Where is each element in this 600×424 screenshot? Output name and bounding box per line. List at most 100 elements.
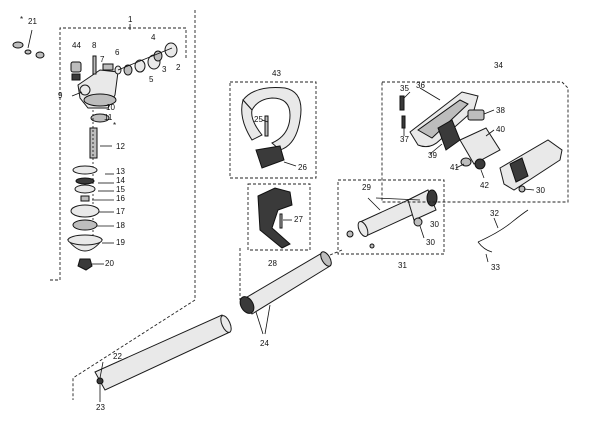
part-30a [369,243,375,249]
callout-40: 40 [496,125,505,134]
callout-41: 41 [450,163,459,172]
leader-35 [403,91,411,99]
callout-4: 4 [151,33,156,42]
dash-shaft-joint [329,249,343,256]
callout-24: 24 [260,339,269,348]
tube-collar-ring [426,189,438,207]
callout-5: 5 [149,75,154,84]
handle-group [229,81,317,179]
callout-8: 8 [92,41,97,50]
part-44-nut [71,73,81,81]
part-13 [72,165,98,175]
callout-30: 30 [426,238,435,247]
screw-21b [24,49,32,55]
callout-15: 15 [116,185,125,194]
callout-30: 30 [536,186,545,195]
throttle-group [381,81,569,203]
leader-42 [480,169,485,179]
gearhead-boundary-left [50,27,187,281]
callout-labels: 1234567891011121314151617181920212223242… [20,15,545,412]
callout-17: 17 [116,207,125,216]
lower-tube-end [220,315,232,333]
callout-10: 10 [106,103,115,112]
leader-30-grip [523,188,535,191]
leader-25 [261,119,269,123]
throttle-boundary [381,81,569,203]
grip-block [509,157,529,183]
callout-21: 21 [28,17,37,26]
callout-25: 25 [254,115,263,124]
tube-boundary [337,179,445,255]
screw-21c [35,51,45,59]
callout-18: 18 [116,221,125,230]
screw-37 [401,115,406,129]
gearhead-group [12,10,196,400]
axis-2-6 [117,47,173,71]
callout-6: 6 [115,48,120,57]
bracket-group [247,183,311,251]
asterisk-mark: * [113,121,116,130]
part-19-rim [67,234,103,246]
callout-13: 13 [116,167,125,176]
callout-36: 36 [416,81,425,90]
leader-29 [367,197,381,211]
callout-37: 37 [400,135,409,144]
lower-tube-group [94,314,232,402]
callout-3: 3 [162,65,167,74]
loop-handle-inner [241,98,263,141]
cable-32 [477,209,529,243]
gearhead-boundary-right [72,10,196,400]
main-shaft-coupling [239,296,255,314]
leader-22 [99,361,104,379]
part-18 [72,219,98,231]
part-5 [134,59,146,73]
tube-end [357,221,369,237]
part-36-inner [417,99,469,139]
part-4 [153,50,163,62]
callout-43: 43 [272,69,281,78]
leader-29b [375,197,421,201]
leader-40 [485,129,495,137]
part-11 [90,113,110,123]
callout-1: 1 [128,15,133,24]
throttle-grip [499,139,563,191]
callout-23: 23 [96,403,105,412]
part-27 [279,213,283,229]
part-22 [96,377,104,385]
callout-27: 27 [294,215,303,224]
leader-9 [71,91,83,97]
callout-30: 30 [430,220,439,229]
callout-33: 33 [491,263,500,272]
part-20-nut [77,258,93,271]
callout-31: 31 [398,261,407,270]
bracket-boundary [247,183,311,251]
callout-29: 29 [362,183,371,192]
callout-44: 44 [72,41,81,50]
part-15 [74,184,96,194]
callout-14: 14 [116,176,125,185]
screw-35 [399,95,405,111]
main-shaft-group [239,248,343,335]
part-2 [164,42,178,58]
callout-22: 22 [113,352,122,361]
callout-11: 11 [104,113,113,122]
leader-32 [493,217,499,229]
part-17 [70,204,100,218]
callout-2: 2 [176,63,181,72]
callout-26: 26 [298,163,307,172]
part-7 [102,63,114,71]
cable-33 [477,241,493,253]
leader-38 [483,109,495,115]
callout-35: 35 [400,84,409,93]
main-shaft-end [320,251,332,267]
callout-32: 32 [490,209,499,218]
part-14 [75,177,95,185]
part-38 [467,109,485,121]
leader-39 [429,143,443,155]
screw-21a [12,41,24,49]
callout-7: 7 [100,55,105,64]
part-28-bracket [257,187,293,249]
main-shaft [241,252,331,315]
callout-12: 12 [116,142,125,151]
